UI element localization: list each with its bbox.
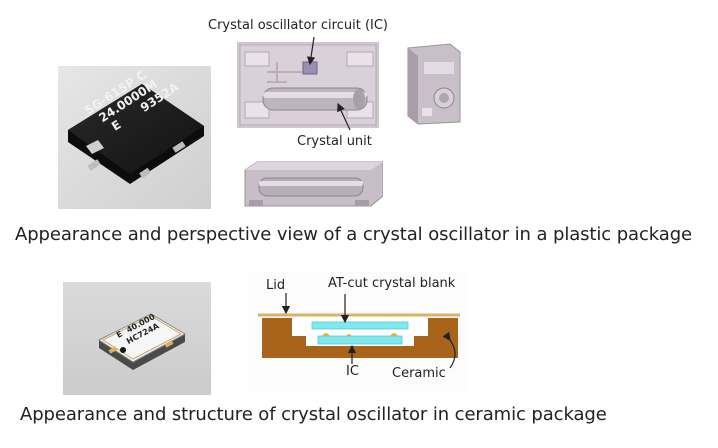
- caption-ceramic-package: Appearance and structure of crystal osci…: [20, 404, 607, 425]
- caption-plastic-package: Appearance and perspective view of a cry…: [15, 224, 692, 245]
- label-ic: IC: [346, 364, 359, 379]
- plastic-package-photo: SG-615P C 24.0000M E 9352A: [58, 66, 211, 209]
- label-crystal-oscillator-ic: Crystal oscillator circuit (IC): [208, 18, 389, 33]
- label-ceramic: Ceramic: [392, 366, 446, 381]
- plastic-bottom-xray: [237, 160, 383, 210]
- ceramic-package-photo: E 40.000 HC724A: [63, 282, 211, 395]
- plastic-side-xray: [404, 42, 464, 126]
- label-at-cut-crystal-blank: AT-cut crystal blank: [328, 276, 456, 291]
- label-lid: Lid: [266, 278, 286, 293]
- label-crystal-unit: Crystal unit: [297, 134, 372, 149]
